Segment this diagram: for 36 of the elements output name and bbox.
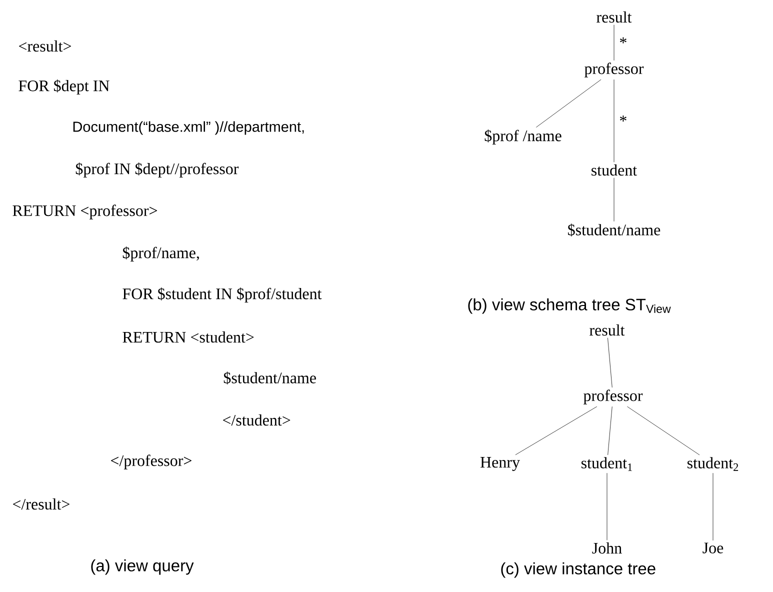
query-line: </professor> [111, 454, 192, 470]
tree-node-label: student$_{2}$ [688, 457, 738, 471]
query-line: </result> [13, 498, 70, 510]
query-line: $prof/name, [122, 246, 199, 262]
tree-node-label: professor [584, 62, 644, 78]
query-line: Document(“base.xml” )//department, [73, 121, 304, 135]
caption: (c) view instance tree [501, 562, 656, 578]
query-line: RETURN <professor> [12, 204, 157, 220]
tree-edge [627, 406, 700, 456]
tree-node-label: student$_{1}$ [582, 457, 632, 471]
caption: (b) view schema tree ST$_{View}$ [468, 298, 671, 314]
query-line: $student/name [224, 372, 316, 384]
tree-edge [606, 472, 608, 540]
query-line: <result> [19, 40, 72, 52]
tree-node-label: John [592, 542, 622, 554]
tree-edge [712, 472, 714, 541]
query-line: </student> [223, 414, 290, 426]
tree-node-label: result [596, 11, 632, 23]
tree-edge [536, 79, 602, 128]
tree-node-label: student [592, 164, 638, 176]
tree-edge [608, 406, 612, 456]
query-line: $prof IN $dept//professor [76, 162, 239, 178]
edge-label: * [620, 116, 626, 122]
tree-node-label: Henry [480, 457, 520, 471]
tree-node-label: $student/name [568, 224, 660, 236]
query-line: FOR $dept IN [18, 80, 110, 94]
tree-node-label: $prof /name [484, 130, 562, 144]
tree-edge [608, 338, 612, 388]
tree-node-label: result [590, 324, 625, 336]
query-line: RETURN <student> [122, 331, 254, 343]
caption: (a) view query [91, 559, 194, 575]
edge-label: * [620, 37, 626, 44]
query-line: FOR $student IN $prof/student [122, 288, 322, 302]
tree-edge [515, 406, 598, 456]
tree-node-label: professor [584, 390, 643, 404]
tree-node-label: Joe [702, 542, 724, 554]
